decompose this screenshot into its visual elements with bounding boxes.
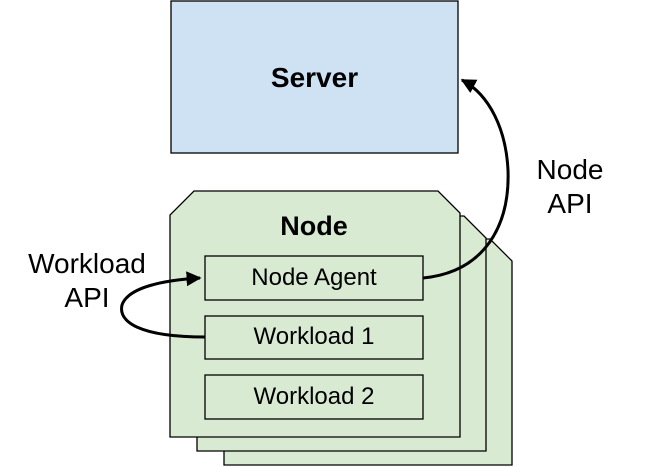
node-api-arrow (422, 78, 510, 280)
workload-api-label: Workload API (12, 246, 162, 316)
node-label: Node (280, 210, 348, 241)
node-api-label-line-2: API (547, 188, 593, 219)
node-api-label-line-1: Node (536, 154, 604, 185)
workload-2-label: Workload 2 (253, 382, 375, 410)
workload-1-box (204, 315, 424, 360)
node-agent-label: Node Agent (251, 263, 377, 291)
workload-1-label: Workload 1 (253, 323, 375, 351)
workload-api-label-line-1: Workload (28, 248, 146, 279)
server-box (170, 0, 459, 154)
node-api-label: Node API (515, 152, 625, 222)
node-agent-box (204, 255, 424, 301)
workload-api-arrow (120, 271, 206, 339)
workload-api-label-line-2: API (64, 282, 110, 313)
workload-2-box (204, 374, 424, 420)
server-label: Server (270, 62, 359, 94)
